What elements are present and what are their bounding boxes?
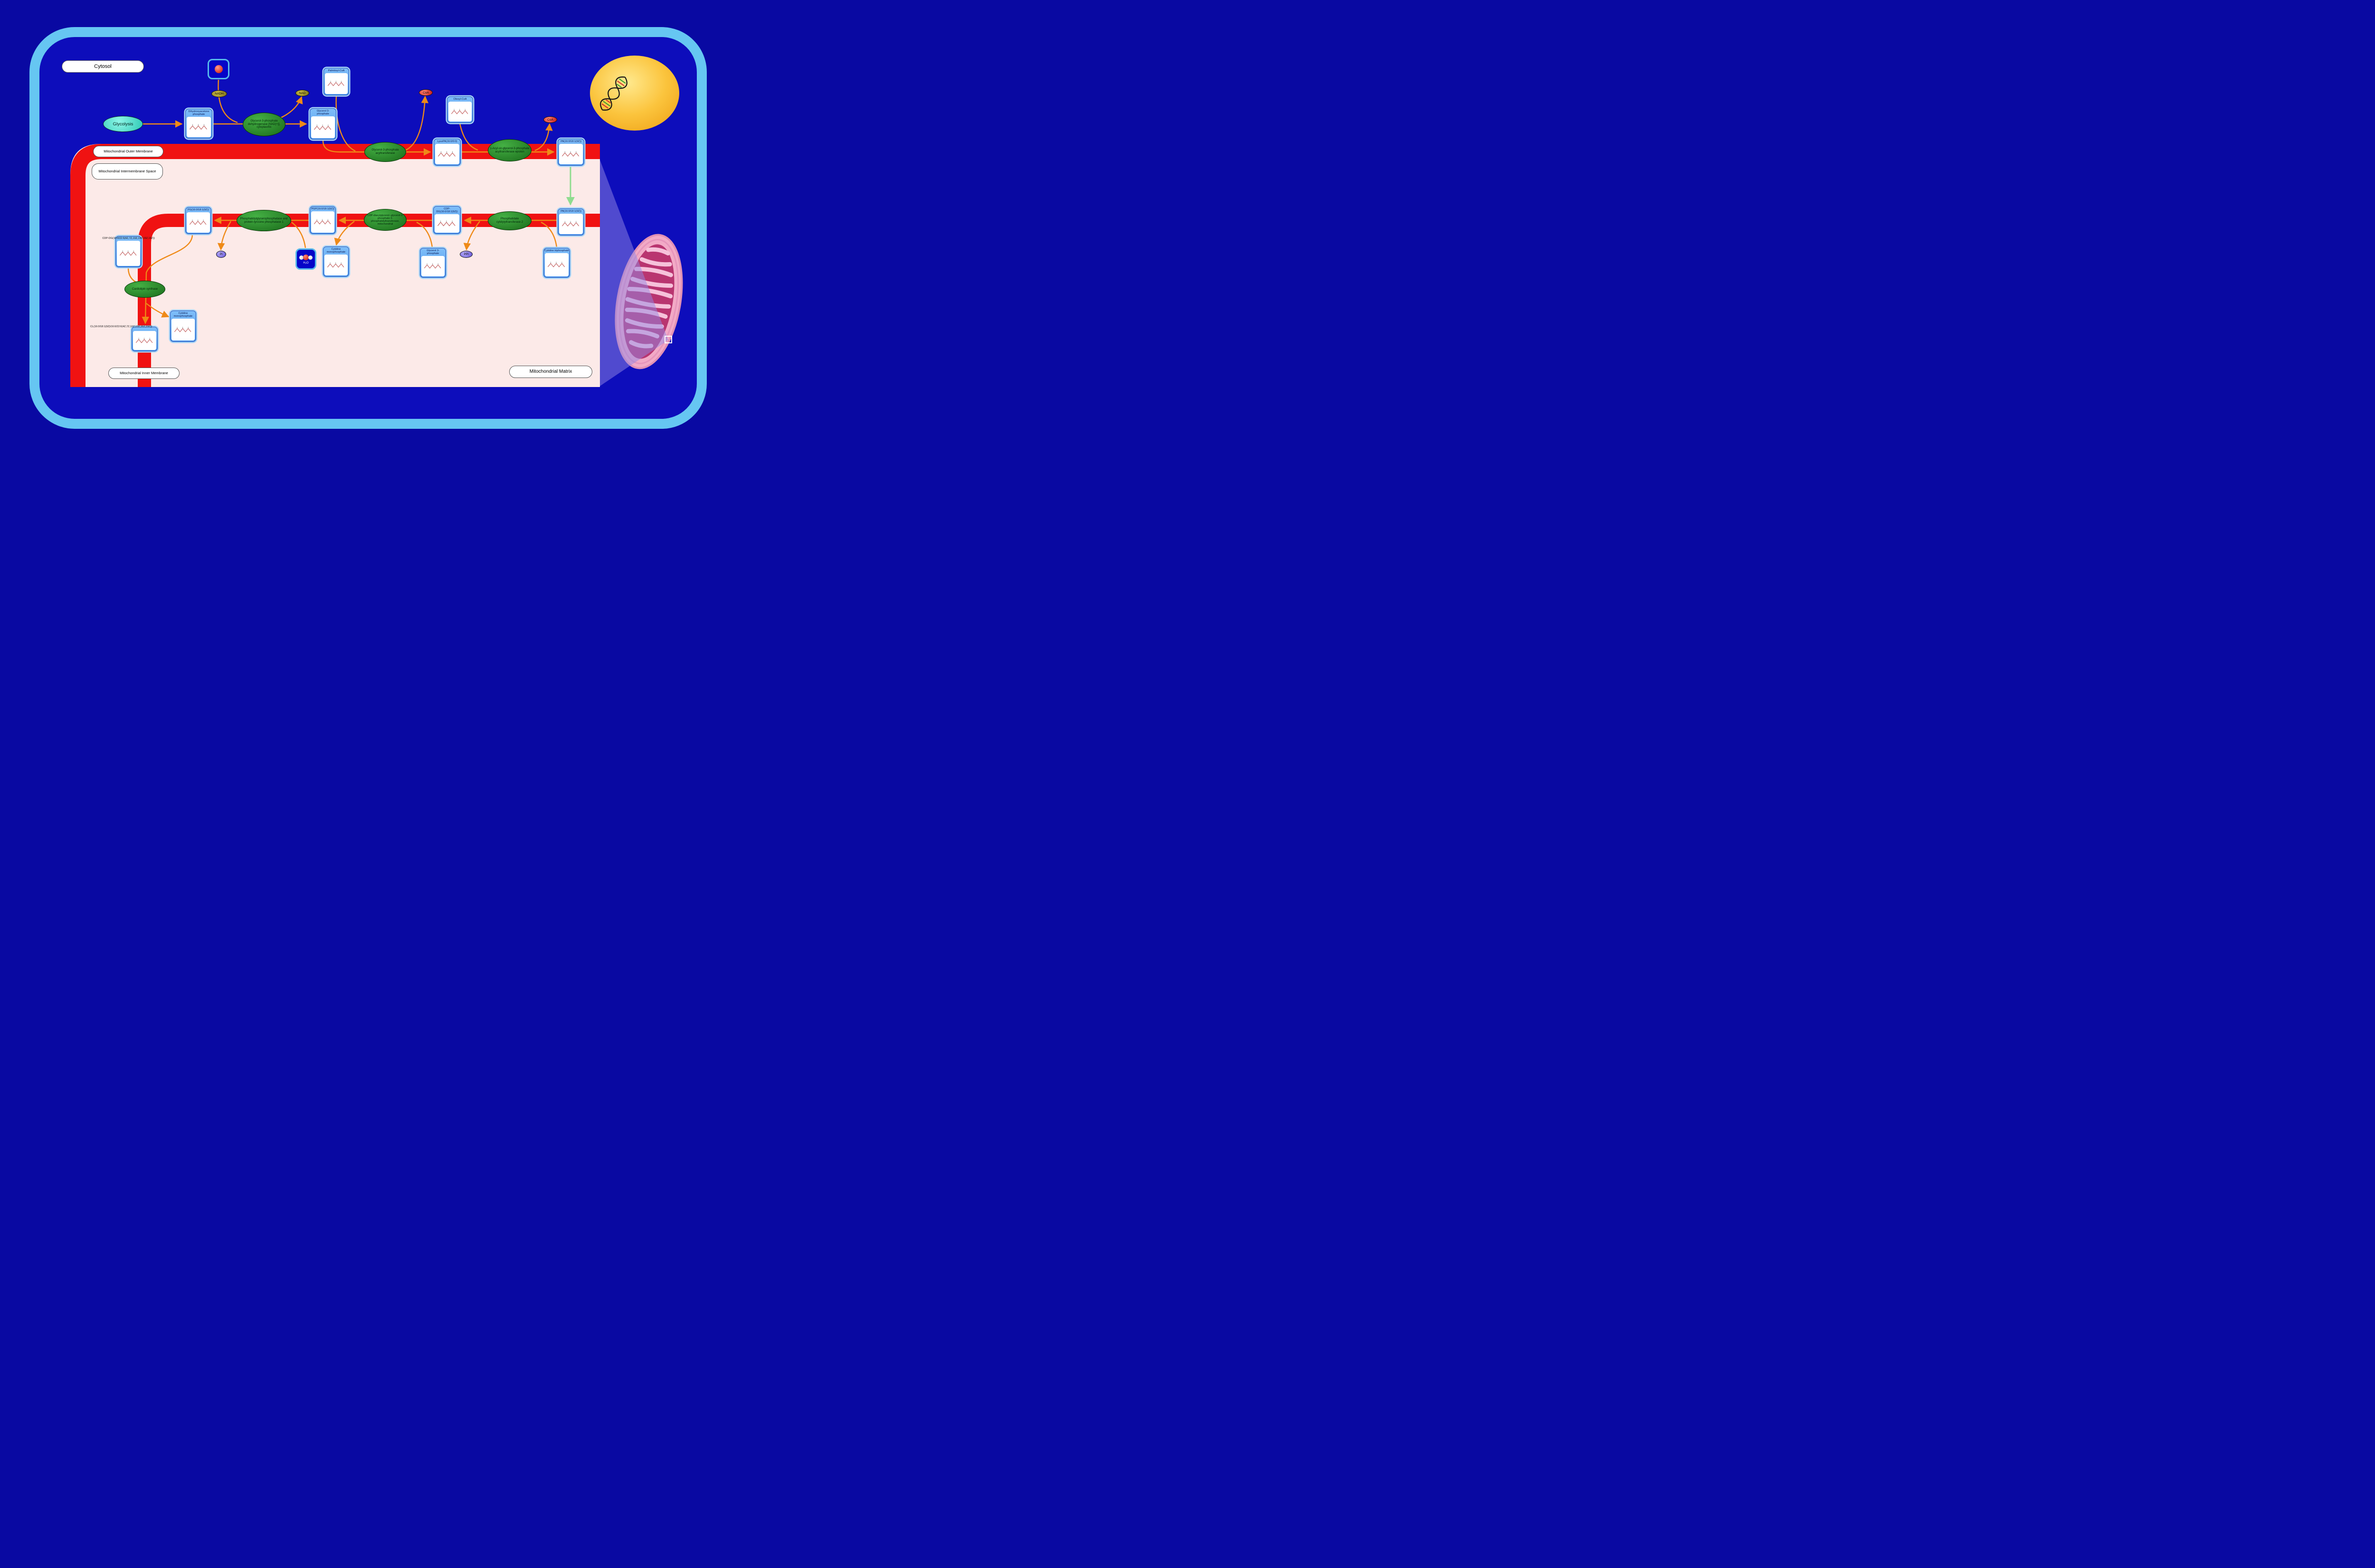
molecule-structure-icon [451, 108, 468, 114]
metabolite-cdp-dg-left-label: CDP-DG(16:0/22:6(4Z,7Z,10Z,13Z,16Z,19Z)) [102, 237, 155, 240]
enzyme-cds2[interactable]: Phosphatidate cytidylyltransferase 2 [488, 211, 532, 230]
proton-node[interactable] [208, 59, 229, 79]
compartment-label-cytosol: Cytosol [62, 60, 144, 73]
water-molecule-icon [299, 254, 313, 261]
molecule-structure-icon [189, 219, 207, 225]
molecule-structure-icon [327, 80, 344, 86]
molecule-structure-icon [561, 220, 580, 227]
metabolite-palmitoyl-coa[interactable]: Palmitoyl-CoA [323, 68, 349, 95]
small-molecule-nadh[interactable]: NADH [211, 90, 227, 97]
molecule-structure-icon [314, 124, 332, 130]
metabolite-cdp-dg-left[interactable] [115, 236, 142, 267]
zoom-projection [600, 160, 668, 386]
metabolite-oleoyl-coa[interactable]: Oleoyl-CoA [447, 96, 473, 123]
molecule-structure-icon [314, 218, 331, 225]
enzyme-gpam[interactable]: Glycerol-3-phosphate acyltransferase [364, 142, 406, 162]
molecule-structure-icon [189, 123, 207, 130]
compartment-label-matrix: Mitochondrial Matrix [509, 366, 592, 378]
metabolite-lysopa[interactable]: LysoPA(16:0/0:0) [434, 139, 461, 166]
compartment-label-outer-membrane: Mitochondrial Outer Membrane [93, 146, 163, 157]
metabolite-pa-inner[interactable]: PA(16:0/18:1(9Z)) [558, 208, 584, 236]
molecule-structure-icon [174, 326, 191, 332]
metabolite-ctp[interactable]: Cytidine triphosphate [543, 248, 570, 278]
molecule-structure-icon [119, 250, 137, 256]
molecule-structure-icon [561, 151, 580, 157]
metabolite-pa-outer[interactable]: PA(16:0/18:1(9Z)) [558, 139, 584, 166]
enzyme-ptpmt1[interactable]: Phosphatidylglycerophosphatase and prote… [237, 210, 291, 231]
small-molecule-coa-1[interactable]: CoA [419, 89, 433, 96]
small-molecule-ppi[interactable]: PPi [460, 251, 473, 258]
metabolite-cdp-dg-inner[interactable]: CDP-DG(16:0/18:1(9Z)) [433, 206, 461, 234]
molecule-structure-icon [437, 151, 456, 157]
enzyme-agpat[interactable]: 1-Acyl-sn-glycerol-3-phosphate acyltrans… [488, 139, 532, 161]
pathway-node-glycolysis[interactable]: Glycolysis [103, 116, 143, 132]
metabolite-pg[interactable]: PG(16:0/18:1(9Z)) [185, 207, 211, 234]
small-molecule-coa-2[interactable]: CoA [543, 116, 557, 123]
enzyme-gpd1[interactable]: Glycerol-3-phosphate dehydrogenase [NAD(… [243, 113, 285, 136]
metabolite-dhap[interactable]: Dihydroxyacetone phosphate [185, 109, 212, 139]
enzyme-pgs1[interactable]: CDP-diacylglycerol--glycerol-3-phosphate… [364, 209, 407, 231]
molecule-structure-icon [135, 337, 153, 343]
compartment-label-inner-membrane: Mitochondrial Inner Membrane [108, 368, 180, 379]
water-node[interactable]: H₂O [295, 248, 316, 270]
dna-icon [600, 76, 627, 111]
metabolite-g3p-matrix[interactable]: Glycerol 3-phosphate [420, 248, 446, 278]
metabolite-g3p-cytosol[interactable]: Glycerol 3-phosphate [310, 108, 336, 140]
small-molecule-pi[interactable]: Pi [216, 251, 226, 258]
metabolite-pgp[interactable]: PGP(16:0/18:1(9Z)) [310, 206, 336, 234]
metabolite-cl[interactable] [132, 327, 158, 351]
molecule-structure-icon [437, 220, 456, 226]
compartment-label-intermembrane-space: Mitochondrial Intermembrane Space [92, 163, 163, 179]
molecule-structure-icon [424, 263, 441, 269]
molecule-structure-icon [327, 262, 344, 268]
molecule-structure-icon [547, 261, 565, 267]
metabolite-cmp-bottom[interactable]: Cytidine monophosphate [170, 311, 196, 342]
inner-membrane-band [138, 214, 600, 387]
proton-icon [214, 65, 223, 73]
metabolite-cl-label: CL(16:0/18:1(9Z)/16:0/22:6(4Z,7Z,10Z,13Z… [90, 325, 152, 328]
mitochondrion-illustration [600, 160, 683, 386]
nucleus [590, 56, 679, 131]
metabolite-cmp-matrix[interactable]: Cytidine monophosphate [323, 246, 349, 277]
enzyme-crls1[interactable]: Cardiolipin synthase [124, 281, 165, 298]
zoom-region-marker [665, 336, 672, 343]
small-molecule-nad[interactable]: NAD [295, 90, 309, 96]
